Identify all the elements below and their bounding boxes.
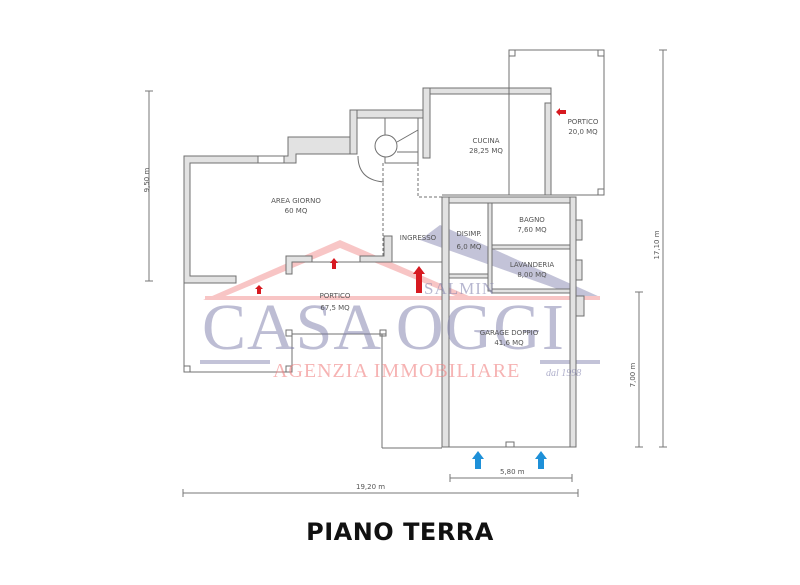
dim-right-total-height: 17,10 m	[653, 230, 661, 260]
room-portico-right: PORTICO 20,0 MQ	[553, 117, 613, 137]
dim-total-width: 19,20 m	[356, 483, 386, 491]
page-title: PIANO TERRA	[306, 518, 494, 546]
room-name: BAGNO	[519, 216, 545, 224]
room-name: INGRESSO	[399, 234, 437, 242]
watermark-casa-oggi: CASA OGGI	[202, 291, 565, 364]
room-area: 20,0 MQ	[568, 128, 598, 136]
room-garage: GARAGE DOPPIO 41,6 MQ	[469, 328, 549, 348]
lower-outlines	[183, 261, 576, 449]
room-area: 7,60 MQ	[517, 226, 547, 234]
watermark-agenzia: AGENZIA IMMOBILIARE	[273, 360, 521, 382]
room-area: 41,6 MQ	[494, 339, 524, 347]
watermark-since: dal 1998	[546, 368, 582, 379]
room-area: 8,00 MQ	[517, 271, 547, 279]
room-name: GARAGE DOPPIO	[479, 329, 539, 337]
room-area: 67,5 MQ	[320, 304, 350, 312]
room-bagno: BAGNO 7,60 MQ	[502, 215, 562, 235]
portico-right	[508, 49, 605, 196]
dim-garage-width: 5,80 m	[500, 468, 525, 476]
room-name: PORTICO	[319, 292, 351, 300]
room-area: 28,25 MQ	[469, 147, 503, 155]
dim-garage-height: 7,00 m	[629, 362, 637, 388]
room-name: PORTICO	[567, 118, 599, 126]
room-disimp: DISIMP. 6,0 MQ	[450, 229, 488, 252]
area-giorno-walls	[183, 136, 393, 284]
garage-arrows	[472, 451, 547, 469]
watermark-salmin: SALMIN	[424, 279, 496, 298]
stairs	[349, 109, 442, 260]
room-name: AREA GIORNO	[271, 197, 321, 205]
service-walls	[441, 196, 585, 448]
room-area-giorno: AREA GIORNO 60 MQ	[256, 196, 336, 216]
dimension-lines	[145, 49, 667, 497]
room-name: CUCINA	[472, 137, 500, 145]
room-lavanderia: LAVANDERIA 8,00 MQ	[497, 260, 567, 280]
room-ingresso: INGRESSO	[393, 233, 443, 243]
room-area: 6,0 MQ	[456, 243, 482, 251]
room-portico-front: PORTICO 67,5 MQ	[305, 291, 365, 313]
dim-left-height: 9,50 m	[143, 167, 151, 193]
room-name: DISIMP.	[456, 230, 482, 238]
room-cucina: CUCINA 28,25 MQ	[456, 136, 516, 156]
room-area: 60 MQ	[284, 207, 308, 215]
room-name: LAVANDERIA	[509, 261, 555, 269]
entry-arrows	[255, 108, 566, 294]
cucina-walls	[422, 87, 552, 196]
